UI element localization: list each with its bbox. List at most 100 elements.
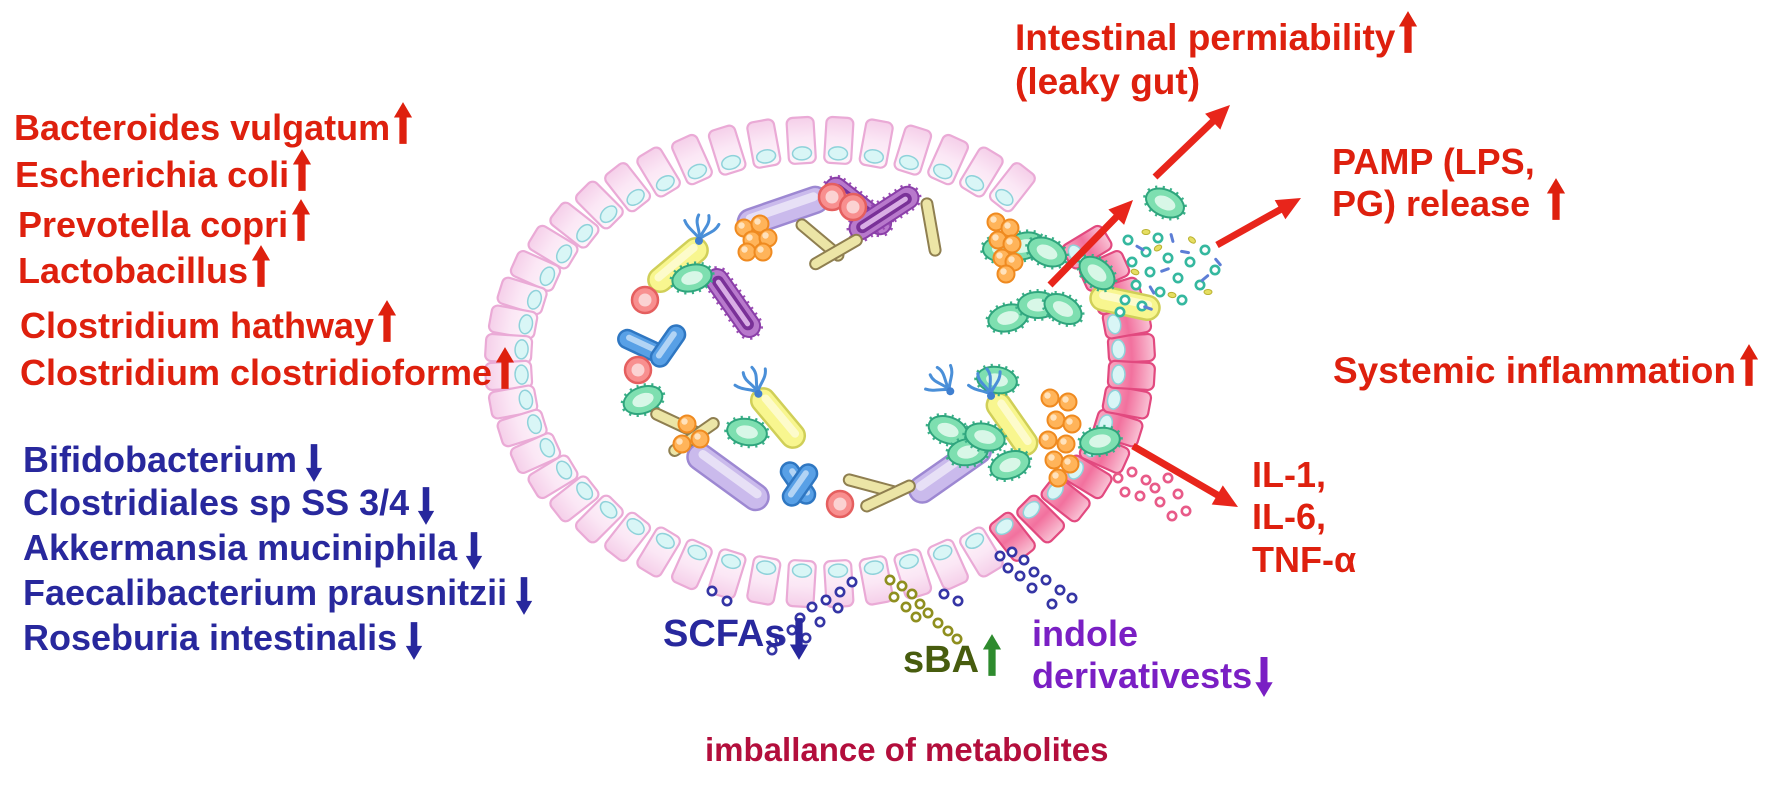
up-arrow-icon (293, 149, 312, 191)
scfa-dot (832, 602, 844, 614)
indole-dot (1054, 584, 1066, 596)
lps-particle (1184, 256, 1196, 268)
bacterium-orange-coccus (1060, 454, 1080, 474)
metabolite-name: indole (1032, 613, 1138, 654)
epithelial-cell (959, 146, 1004, 198)
lps-particle (1130, 279, 1142, 291)
epithelial-cell (959, 526, 1004, 578)
cytokine-dot (1126, 466, 1138, 478)
bacterium-name: Roseburia intestinalis (23, 617, 398, 658)
epithelial-cell (574, 494, 624, 544)
epithelial-cell (893, 124, 933, 176)
bacterium-rod-olive (919, 196, 943, 258)
sba-dot (914, 598, 926, 610)
flagella-tuft-icon (917, 359, 967, 407)
sba-dot (906, 588, 918, 600)
sba-dot (932, 617, 944, 629)
indole-dot (1002, 562, 1014, 574)
indole-derivatives-label: indole derivativests (1032, 613, 1274, 698)
scfa-dot (721, 595, 733, 607)
bacterium-orange-coccus (1040, 388, 1060, 408)
down-arrow-icon (405, 622, 423, 660)
lps-particle (1144, 266, 1156, 278)
epithelial-cell (636, 526, 681, 578)
epithelial-cell (574, 180, 624, 230)
indole-dot (994, 550, 1006, 562)
epithelial-cell (496, 408, 548, 448)
bacterium-orange-coccus (1056, 434, 1076, 454)
bacterium-orange-coccus (1038, 430, 1058, 450)
up-arrow-icon (1739, 344, 1759, 386)
bacterium-green-coccus (1141, 183, 1188, 223)
epithelial-cell (549, 201, 600, 249)
up-arrow-icon (377, 300, 397, 342)
epithelial-cell (671, 133, 713, 186)
indole-dot (1014, 570, 1026, 582)
lps-particle (1162, 252, 1174, 264)
indole-dot (938, 588, 950, 600)
metabolite-name: derivativests (1032, 655, 1253, 697)
caption-text: imballance of metabolites (705, 731, 1109, 768)
bacterium-name: Akkermansia muciniphila (23, 527, 458, 568)
lps-particle (1152, 232, 1164, 244)
inflamed-epithelial-cell (1106, 359, 1156, 392)
red-arrow (1131, 442, 1238, 507)
up-arrow-icon (982, 634, 1002, 676)
increased-bacterium-row: Prevotella copri (18, 199, 311, 246)
lps-fragment (1203, 289, 1213, 295)
epithelial-cell (823, 559, 855, 609)
metabolite-name: sBA (903, 639, 980, 681)
increased-bacterium-row: Clostridium hathway (20, 300, 397, 347)
epithelial-cell (527, 454, 579, 500)
epithelial-cell (823, 115, 855, 165)
decreased-bacterium-row: Akkermansia muciniphila (23, 527, 483, 571)
increased-bacterium-row: Lactobacillus (18, 245, 271, 292)
bacterium-name: Prevotella copri (18, 204, 289, 245)
epithelial-cell (604, 162, 652, 213)
scfa-dot (706, 585, 718, 597)
bacterium-name: Clostridium clostridioforme (20, 352, 493, 393)
epithelial-cell (785, 559, 817, 609)
sba-dot (888, 591, 900, 603)
up-arrow-icon (495, 347, 515, 389)
sba-dot (900, 601, 912, 613)
outcome-text: (leaky gut) (1015, 60, 1201, 102)
epithelial-cell (927, 133, 970, 186)
bacterium-name: Lactobacillus (18, 250, 249, 291)
epithelial-cell (785, 115, 817, 165)
bacterium-orange-coccus (1058, 392, 1078, 412)
cytokine-name: IL-6, (1252, 496, 1327, 538)
bacterium-orange-coccus (672, 434, 692, 454)
pamp-release-label: PAMP (LPS, PG) release (1332, 141, 1566, 226)
indole-dot (1026, 582, 1038, 594)
scfa-dot (834, 586, 846, 598)
epithelial-cell (707, 124, 747, 176)
green-up-arrow-wrap (979, 634, 1002, 678)
down-arrow-icon (1255, 657, 1273, 698)
metabolite-name: SCFAs (663, 613, 786, 655)
indole-dot (1040, 574, 1052, 586)
lps-particle (1209, 264, 1221, 276)
lps-particle (1172, 272, 1184, 284)
bacterium-orange-coccus (1062, 414, 1082, 434)
outcome-text: Systemic inflammation (1333, 350, 1737, 391)
indole-dot (1066, 592, 1078, 604)
epithelial-cell (988, 162, 1036, 213)
red-arrow (1215, 198, 1301, 249)
cytokine-dot (1119, 486, 1131, 498)
lps-particle (1154, 286, 1166, 298)
scfa-dot (820, 594, 832, 606)
cytokines-label: IL-1, IL-6, TNF-α (1252, 454, 1356, 581)
bacterium-name: Escherichia coli (15, 154, 290, 195)
epithelial-cell (927, 538, 969, 591)
decreased-bacterium-row: Roseburia intestinalis (23, 617, 423, 661)
sba-dot (922, 607, 934, 619)
red-arrow (1047, 200, 1133, 288)
lps-particle (1199, 244, 1211, 256)
pg-fragment (1200, 273, 1210, 283)
cytokine-dot (1149, 482, 1161, 494)
inflamed-epithelial-cell (988, 511, 1036, 562)
bacterium-orange-coccus (1044, 450, 1064, 470)
lps-particle (1176, 294, 1188, 306)
outcome-text: PG) release (1332, 183, 1531, 225)
